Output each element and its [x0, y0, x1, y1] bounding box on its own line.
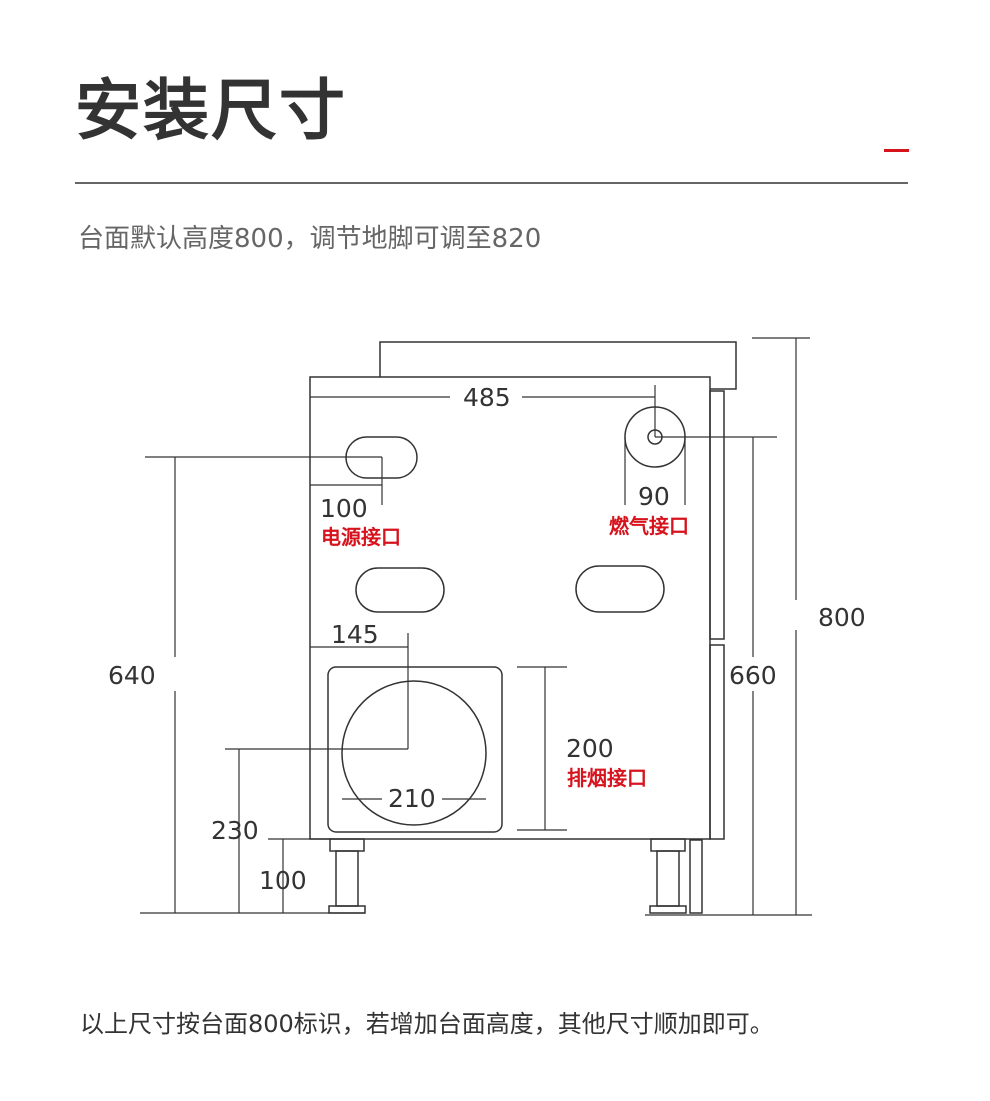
- dim-gas-90: 90: [638, 482, 670, 511]
- dim-exhaust-230: 230: [211, 816, 259, 845]
- footnote: 以上尺寸按台面800标识，若增加台面高度，其他尺寸顺加即可。: [80, 1010, 774, 1038]
- access-opening-left: [355, 567, 445, 613]
- dim-exhaust-210: 210: [388, 784, 436, 813]
- dim-exhaust-200: 200: [566, 734, 614, 763]
- accent-dash: [884, 149, 909, 152]
- label-gas-port: 燃气接口: [609, 514, 689, 538]
- leg-cap-left: [329, 838, 365, 852]
- leg-cap-right: [650, 838, 686, 852]
- label-power-port: 电源接口: [321, 525, 401, 549]
- dim-power-100: 100: [320, 494, 368, 523]
- access-opening-right: [575, 565, 665, 613]
- dim-485: 485: [463, 383, 511, 412]
- side-panel-upper: [709, 390, 725, 640]
- title-divider: [75, 182, 908, 184]
- dim-cabinet-660: 660: [729, 661, 777, 690]
- leg-foot-left: [328, 905, 366, 914]
- back-board: [689, 839, 703, 914]
- page-title: 安装尺寸: [75, 72, 347, 149]
- dim-total-800: 800: [818, 603, 866, 632]
- dim-leg-100: 100: [259, 866, 307, 895]
- leg-right: [656, 850, 680, 907]
- label-exhaust-port: 排烟接口: [567, 766, 647, 790]
- subtitle: 台面默认高度800，调节地脚可调至820: [78, 224, 542, 254]
- cabinet-body: [309, 376, 711, 840]
- dim-exhaust-145: 145: [331, 620, 379, 649]
- leg-left: [335, 850, 359, 907]
- dim-power-640: 640: [108, 661, 156, 690]
- leg-foot-right: [649, 905, 687, 914]
- side-panel-lower: [709, 644, 725, 840]
- exhaust-port: [341, 680, 487, 826]
